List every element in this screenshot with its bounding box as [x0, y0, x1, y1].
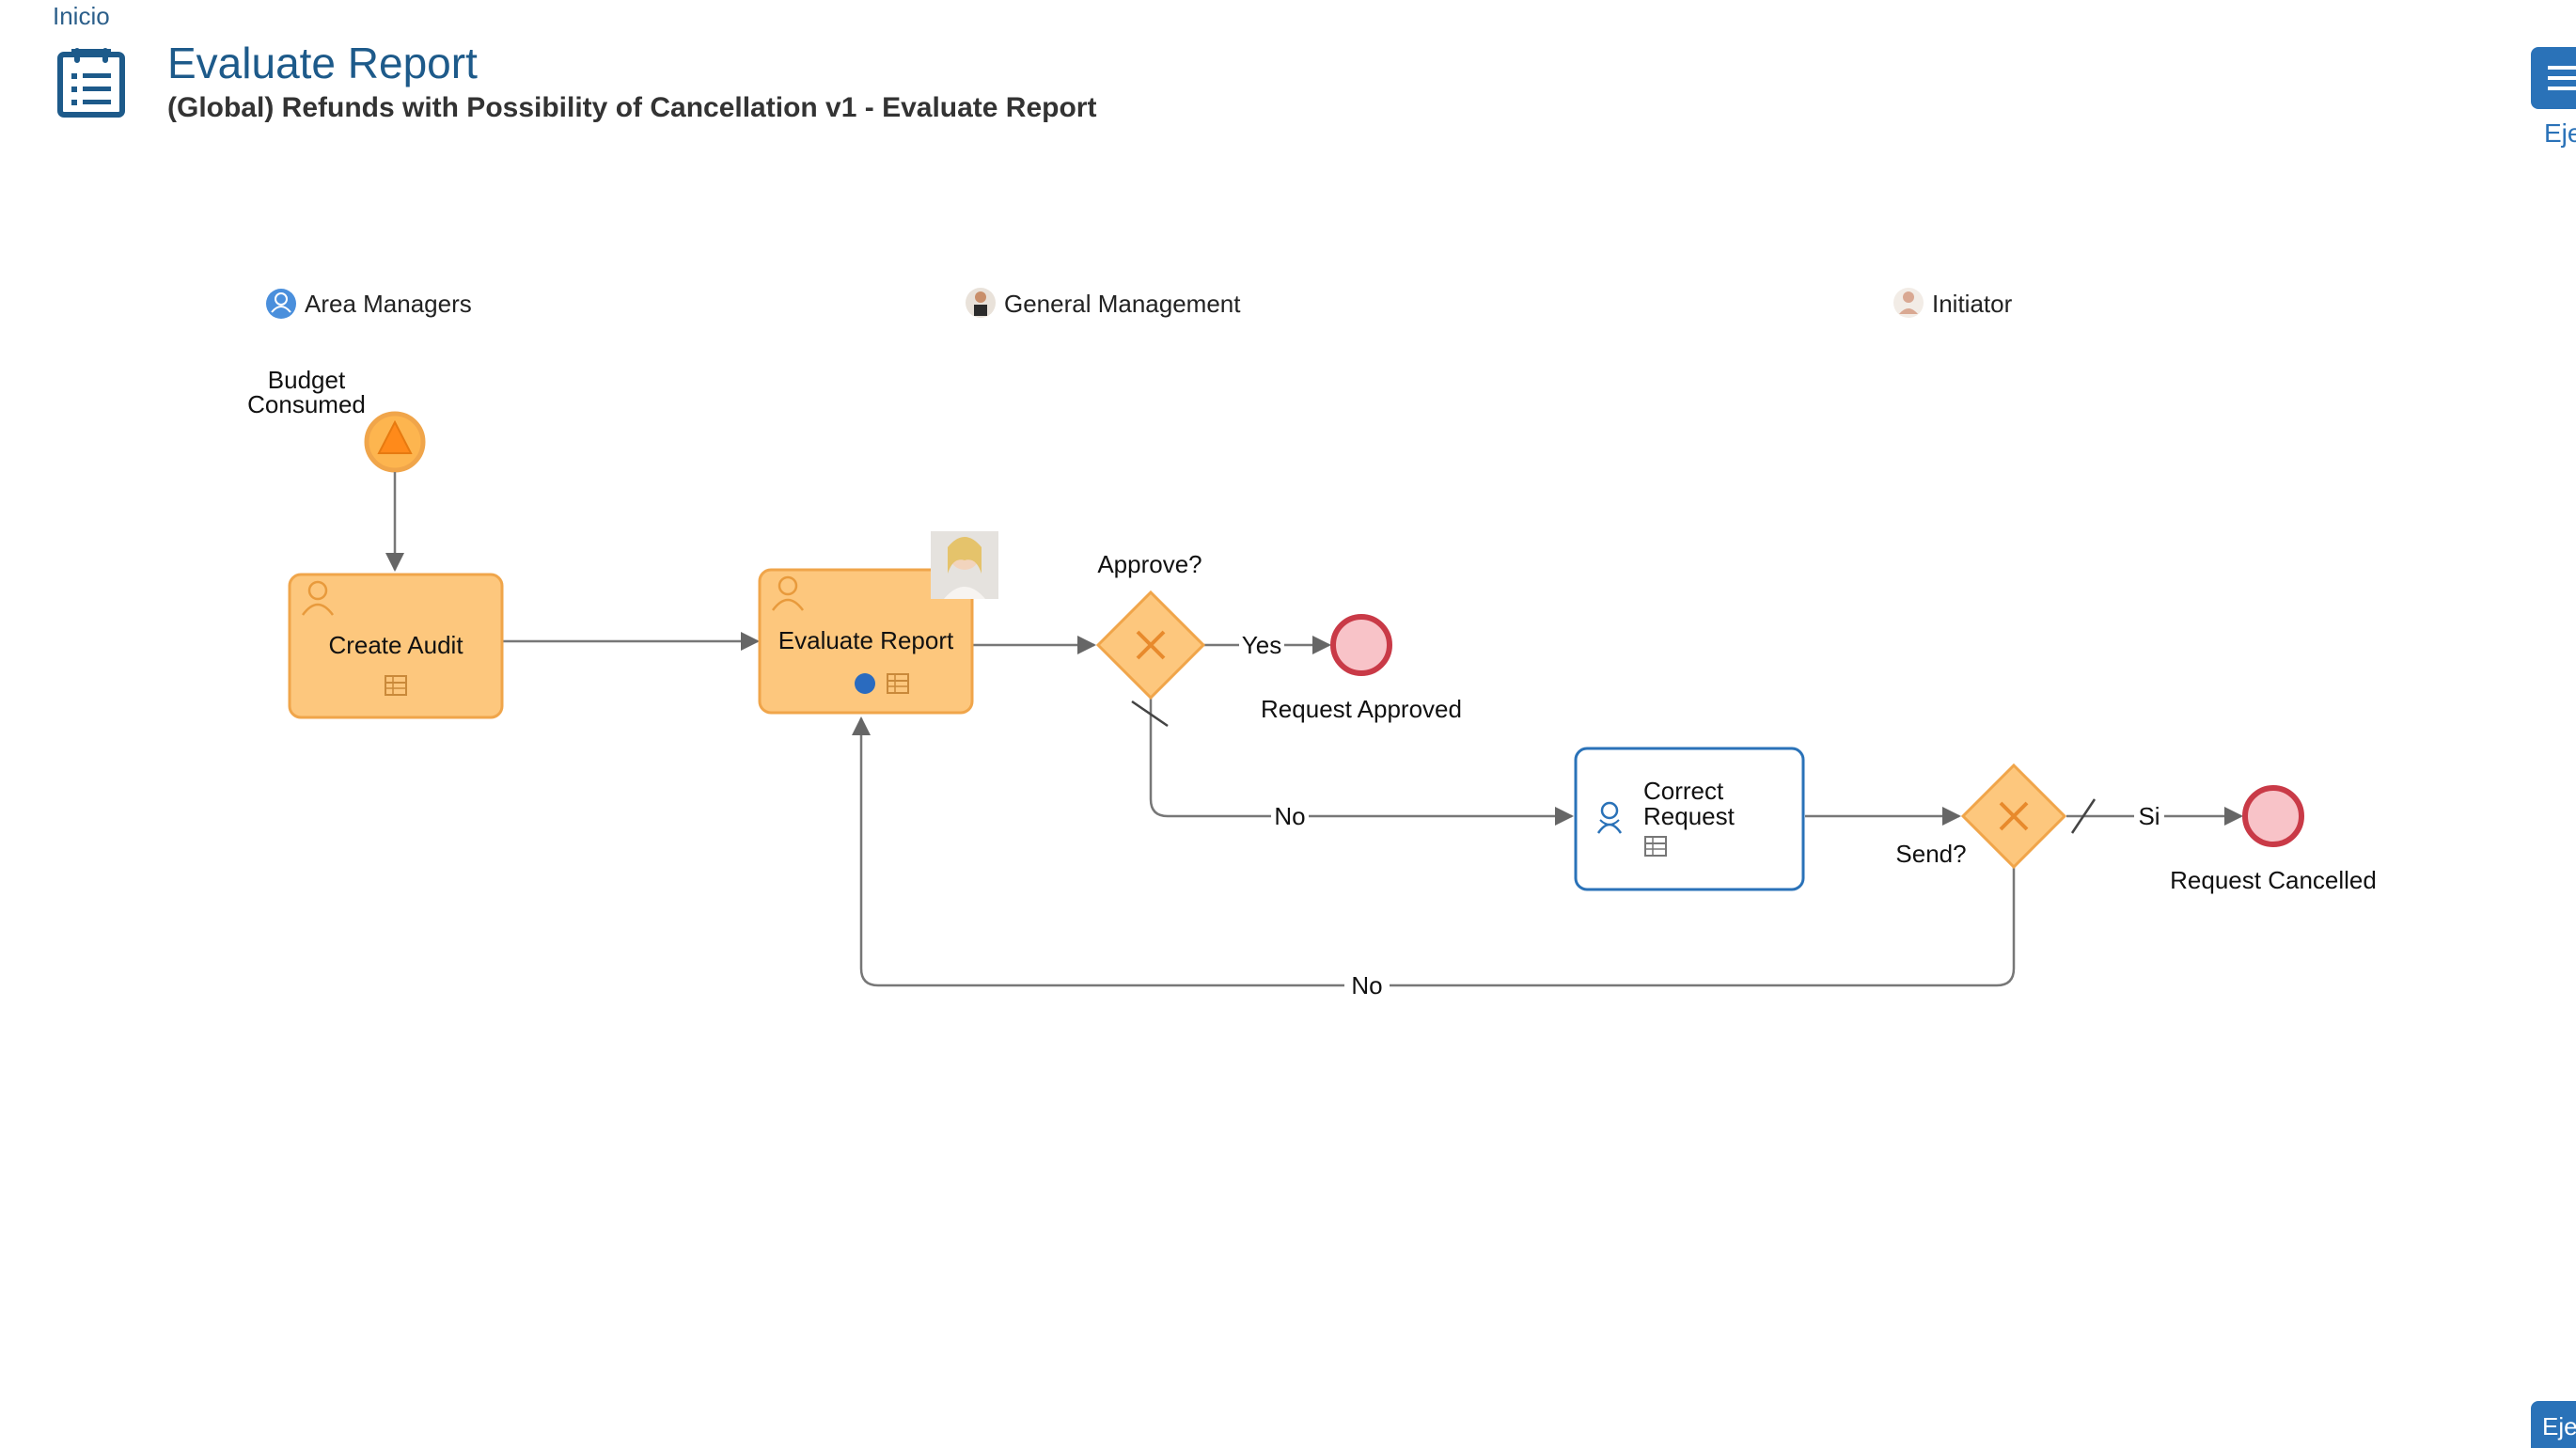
- hamburger-icon: [2548, 66, 2576, 90]
- group-task-icon: [1596, 801, 1623, 834]
- user-avatar-icon: [1893, 288, 1924, 318]
- gateway-label: Send?: [1895, 840, 1966, 868]
- user-task-icon: [301, 580, 335, 616]
- task-label: Create Audit: [328, 631, 463, 659]
- start-event-label-line2: Consumed: [247, 390, 366, 418]
- lane-label: General Management: [1004, 290, 1241, 318]
- assignee-avatar[interactable]: [931, 531, 998, 599]
- user-task-icon: [771, 575, 805, 611]
- exclusive-x-icon: [1999, 801, 2029, 831]
- exclusive-x-icon: [1136, 630, 1166, 660]
- start-event-budget-consumed[interactable]: [364, 411, 426, 473]
- lane-label: Area Managers: [305, 290, 472, 318]
- table-icon: [887, 673, 909, 694]
- task-create-audit[interactable]: Create Audit: [288, 573, 504, 719]
- start-event-label-line1: Budget: [268, 366, 346, 394]
- flow-label-yes: Yes: [1242, 631, 1281, 659]
- bottom-action-button[interactable]: Eje: [2531, 1401, 2576, 1448]
- breadcrumb-home-link[interactable]: Inicio: [53, 2, 110, 30]
- form-icon: [57, 48, 125, 118]
- lane-initiator: Initiator: [1893, 288, 2013, 318]
- task-label-line2: Request: [1643, 802, 1736, 830]
- table-icon: [385, 675, 407, 696]
- page-title: Evaluate Report: [167, 39, 478, 87]
- lane-area-managers: Area Managers: [266, 289, 472, 319]
- flow-label-no: No: [1274, 802, 1305, 830]
- escalation-icon: [377, 419, 413, 454]
- flow-label-si: Si: [2138, 802, 2160, 830]
- flow-label-no: No: [1351, 971, 1382, 999]
- task-evaluate-report[interactable]: Evaluate Report: [758, 531, 998, 715]
- table-icon: [1644, 836, 1667, 857]
- task-correct-request[interactable]: Correct Request: [1574, 747, 1805, 891]
- page-subtitle: (Global) Refunds with Possibility of Can…: [167, 92, 1097, 123]
- task-label: Evaluate Report: [778, 626, 954, 654]
- side-menu-label[interactable]: Eje: [2544, 118, 2576, 148]
- task-label-line1: Correct: [1643, 777, 1724, 805]
- manager-avatar-icon: [966, 288, 996, 318]
- lane-label: Initiator: [1932, 290, 2013, 318]
- side-menu-button[interactable]: [2531, 47, 2576, 109]
- gateway-send[interactable]: [1960, 763, 2067, 870]
- end-event-label: Request Approved: [1261, 695, 1462, 723]
- gateway-label: Approve?: [1097, 550, 1202, 578]
- gateway-approve[interactable]: [1095, 590, 1206, 700]
- bottom-action-label: Eje: [2542, 1412, 2576, 1440]
- user-group-icon: [266, 289, 296, 319]
- current-position-dot: [855, 673, 875, 694]
- lane-general-management: General Management: [966, 288, 1241, 318]
- end-event-request-approved[interactable]: [1330, 614, 1392, 676]
- end-event-label: Request Cancelled: [2170, 866, 2377, 894]
- end-event-request-cancelled[interactable]: [2242, 785, 2304, 847]
- sequence-flows: [385, 472, 2243, 987]
